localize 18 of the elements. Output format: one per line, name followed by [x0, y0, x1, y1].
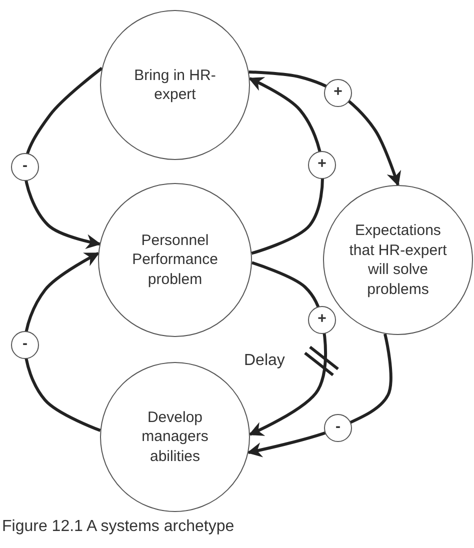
variable-label: Personnel Performance problem [131, 230, 219, 290]
variable-label: Bring in HR-expert [133, 66, 217, 104]
variable-label: Develop managers abilities [140, 408, 210, 466]
arrow [24, 252, 101, 432]
figure-caption: Figure 12.1 A systems archetype [2, 518, 234, 536]
arrow [248, 261, 328, 436]
polarity-sign: + [308, 151, 336, 179]
polarity-sign: + [324, 79, 352, 107]
arrow [24, 66, 103, 249]
arrow [248, 77, 324, 255]
arrow [248, 70, 401, 186]
polarity-sign: + [308, 306, 336, 334]
variable-label: Expectations that HR-expert will solve problems [348, 221, 448, 299]
polarity-sign: - [11, 153, 39, 181]
delay-label: Delay [244, 352, 285, 370]
arrow [246, 334, 392, 458]
polarity-sign: - [11, 331, 39, 359]
polarity-sign: - [324, 414, 352, 442]
